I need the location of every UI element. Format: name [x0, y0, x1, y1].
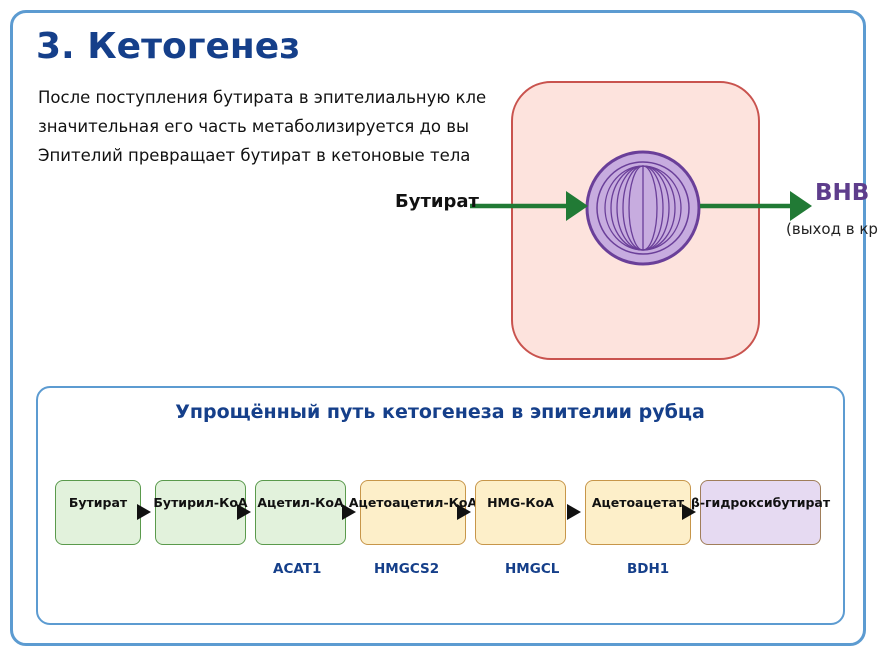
bhb-output-label: BHB [815, 180, 870, 206]
step-label: Ацетоацетат [591, 495, 685, 510]
step-butyrate: Бутират [55, 480, 141, 545]
step-acetoacetate: Ацетоацетат [585, 480, 691, 545]
step-acetoacetyl-coa: Ацетоацетил-КоА [349, 480, 477, 545]
enzyme-label: HMGCS2 [374, 561, 440, 577]
pathway-arrow-icon [342, 504, 356, 520]
step-label: Бутират [68, 495, 128, 510]
step-beta-hydroxybutyrate: β-гидроксибутират [691, 480, 830, 545]
slide-frame: 3. Кетогенез [10, 10, 866, 646]
pathway-arrow-icon [137, 504, 151, 520]
mitochondrion-icon [585, 150, 701, 266]
step-label: HMG-КоА [487, 495, 554, 510]
step-acetyl-coa: Ацетил-КоА [255, 480, 346, 545]
pathway-arrow-icon [457, 504, 471, 520]
step-hmg-coa: HMG-КоА [475, 480, 566, 545]
bhb-output-arrow [700, 191, 812, 221]
pathway-arrow-icon [567, 504, 581, 520]
pathway-title: Упрощённый путь кетогенеза в эпителии ру… [175, 401, 705, 423]
butyrate-input-label: Бутират [395, 191, 479, 212]
step-label: Ацетил-КоА [257, 495, 344, 510]
intro-line-2: значительная его часть метаболизируется … [38, 117, 470, 136]
intro-line-3: Эпителий превращает бутират в кетоновые … [38, 146, 471, 165]
enzyme-label: HMGCL [505, 561, 560, 577]
slide-title: 3. Кетогенез [36, 26, 301, 67]
step-label: Бутирил-КоА [153, 495, 248, 510]
pathway-arrow-icon [237, 504, 251, 520]
step-butyryl-coa: Бутирил-КоА [153, 480, 248, 545]
enzyme-label: ACAT1 [273, 561, 322, 577]
intro-line-1: После поступления бутирата в эпителиальн… [38, 88, 487, 107]
bhb-output-note: (выход в кр [786, 220, 878, 238]
step-label: Ацетоацетил-КоА [348, 495, 478, 510]
step-label: β-гидроксибутират [690, 495, 831, 510]
butyrate-input-arrow [470, 191, 588, 221]
pathway-arrow-icon [682, 504, 696, 520]
enzyme-label: BDH1 [627, 561, 670, 577]
